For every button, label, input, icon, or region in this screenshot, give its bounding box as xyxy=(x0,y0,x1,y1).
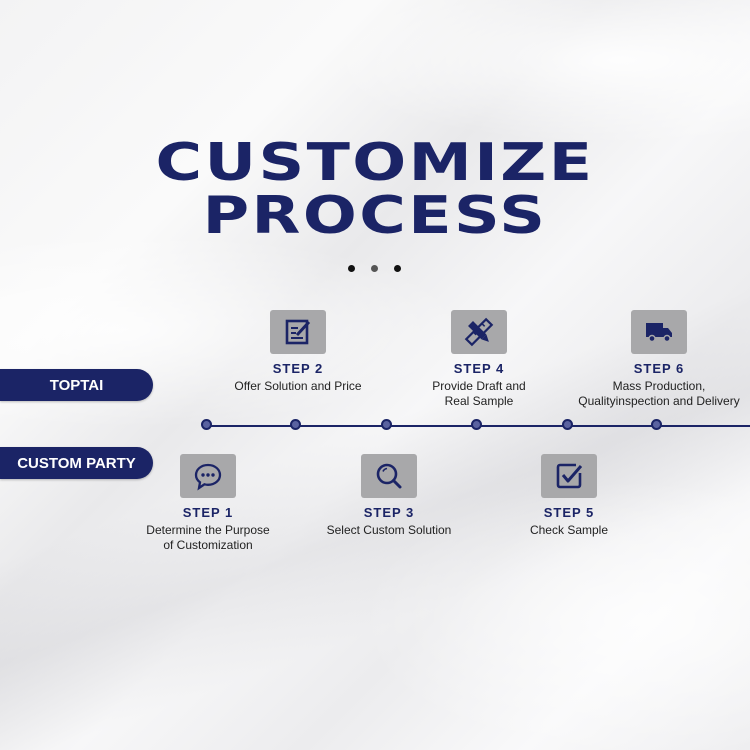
timeline-node-2 xyxy=(290,419,301,430)
step-1-icon-box xyxy=(180,454,236,498)
step-1-description: Determine the Purpose of Customization xyxy=(118,523,298,552)
step-3-description-line1: Select Custom Solution xyxy=(326,523,452,537)
step-5-icon-box xyxy=(541,454,597,498)
timeline-node-6 xyxy=(651,419,662,430)
step-4-label: STEP 4 xyxy=(453,361,505,376)
page-title-line1: CUSTOMIZE xyxy=(155,133,595,193)
step-2-label: STEP 2 xyxy=(272,361,324,376)
step-5-description-line1: Check Sample xyxy=(529,523,609,537)
checkbox-icon xyxy=(556,463,583,489)
step-4-description-line1: Provide Draft and xyxy=(432,379,526,393)
page-title-line2: PROCESS xyxy=(202,186,548,246)
step-6-label: STEP 6 xyxy=(633,361,685,376)
step-6-description: Mass Production, Qualityinspection and D… xyxy=(569,379,749,408)
step-2-description-line1: Offer Solution and Price xyxy=(234,379,362,393)
lane-label-custom-party: CUSTOM PARTY xyxy=(0,447,153,479)
timeline-node-1 xyxy=(201,419,212,430)
step-6-icon-box xyxy=(631,310,687,354)
step-4-description: Provide Draft and Real Sample xyxy=(389,379,569,408)
search-icon xyxy=(376,463,402,489)
step-2-description: Offer Solution and Price xyxy=(208,379,388,394)
dot xyxy=(348,265,355,272)
step-2: STEP 2 Offer Solution and Price xyxy=(208,310,388,394)
chat-bubble-icon xyxy=(194,463,222,491)
decorative-dots xyxy=(348,265,401,272)
step-5: STEP 5 Check Sample xyxy=(479,454,659,538)
step-1-description-line1: Determine the Purpose xyxy=(146,523,270,537)
step-3-icon-box xyxy=(361,454,417,498)
step-4-icon-box xyxy=(451,310,507,354)
edit-document-icon xyxy=(285,319,311,345)
step-1: STEP 1 Determine the Purpose of Customiz… xyxy=(118,454,298,552)
pencil-ruler-icon xyxy=(464,317,494,347)
step-1-description-line2: of Customization xyxy=(163,537,253,552)
step-1-label: STEP 1 xyxy=(182,505,234,520)
dot xyxy=(394,265,401,272)
step-3: STEP 3 Select Custom Solution xyxy=(299,454,479,538)
step-2-icon-box xyxy=(270,310,326,354)
step-3-description: Select Custom Solution xyxy=(299,523,479,538)
dot xyxy=(371,265,378,272)
step-6: STEP 6 Mass Production, Qualityinspectio… xyxy=(569,310,749,408)
step-3-label: STEP 3 xyxy=(363,505,415,520)
timeline-node-3 xyxy=(381,419,392,430)
step-5-description: Check Sample xyxy=(479,523,659,538)
step-6-description-line1: Mass Production, xyxy=(612,379,706,393)
step-6-description-line2: Qualityinspection and Delivery xyxy=(578,393,740,408)
step-5-label: STEP 5 xyxy=(543,505,595,520)
step-4-description-line2: Real Sample xyxy=(444,393,514,408)
lane-label-toptai: TOPTAI xyxy=(0,369,153,401)
timeline-node-4 xyxy=(471,419,482,430)
step-4: STEP 4 Provide Draft and Real Sample xyxy=(389,310,569,408)
truck-icon xyxy=(646,323,672,343)
timeline-node-5 xyxy=(562,419,573,430)
